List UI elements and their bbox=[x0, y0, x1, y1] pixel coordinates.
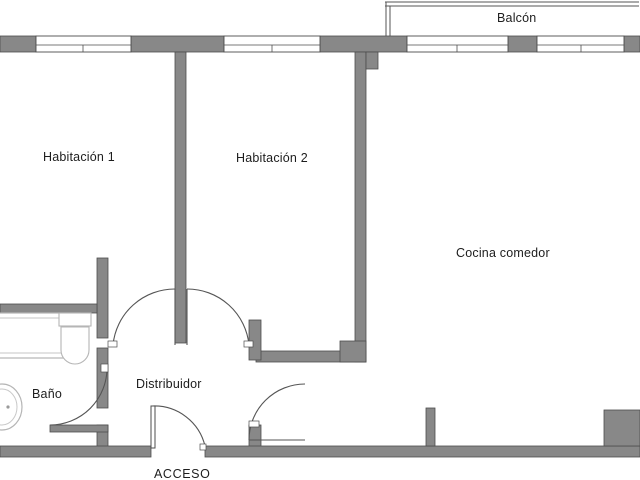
door-bano[interactable] bbox=[49, 363, 109, 426]
bottom-exterior-wall bbox=[0, 445, 640, 458]
door-cocina-comedor[interactable] bbox=[248, 383, 306, 441]
label-acceso: ACCESO bbox=[154, 467, 211, 480]
label-balcon: Balcón bbox=[497, 11, 537, 25]
window-habitacion-2 bbox=[223, 35, 321, 53]
window-habitacion-1 bbox=[35, 35, 132, 53]
label-cocina-comedor: Cocina comedor bbox=[456, 246, 550, 260]
window-balcony-right bbox=[536, 35, 625, 53]
wall-bedroom2-kitchen bbox=[255, 51, 379, 363]
balcony-outline bbox=[385, 1, 639, 37]
kitchen-piers bbox=[425, 407, 640, 447]
window-balcony-left bbox=[406, 35, 509, 53]
door-habitacion-1[interactable] bbox=[107, 288, 176, 348]
toilet-fixture bbox=[58, 312, 92, 365]
door-habitacion-2[interactable] bbox=[186, 288, 254, 348]
washbasin-fixture bbox=[0, 383, 23, 431]
wall-distribuidor-right bbox=[248, 319, 262, 454]
door-acceso[interactable] bbox=[150, 405, 207, 451]
label-habitacion-1: Habitación 1 bbox=[43, 150, 115, 164]
label-bano: Baño bbox=[32, 387, 62, 401]
wall-between-bedrooms bbox=[174, 51, 187, 344]
wall-bathroom bbox=[0, 257, 109, 454]
label-habitacion-2: Habitación 2 bbox=[236, 151, 308, 165]
label-distribuidor: Distribuidor bbox=[136, 377, 202, 391]
